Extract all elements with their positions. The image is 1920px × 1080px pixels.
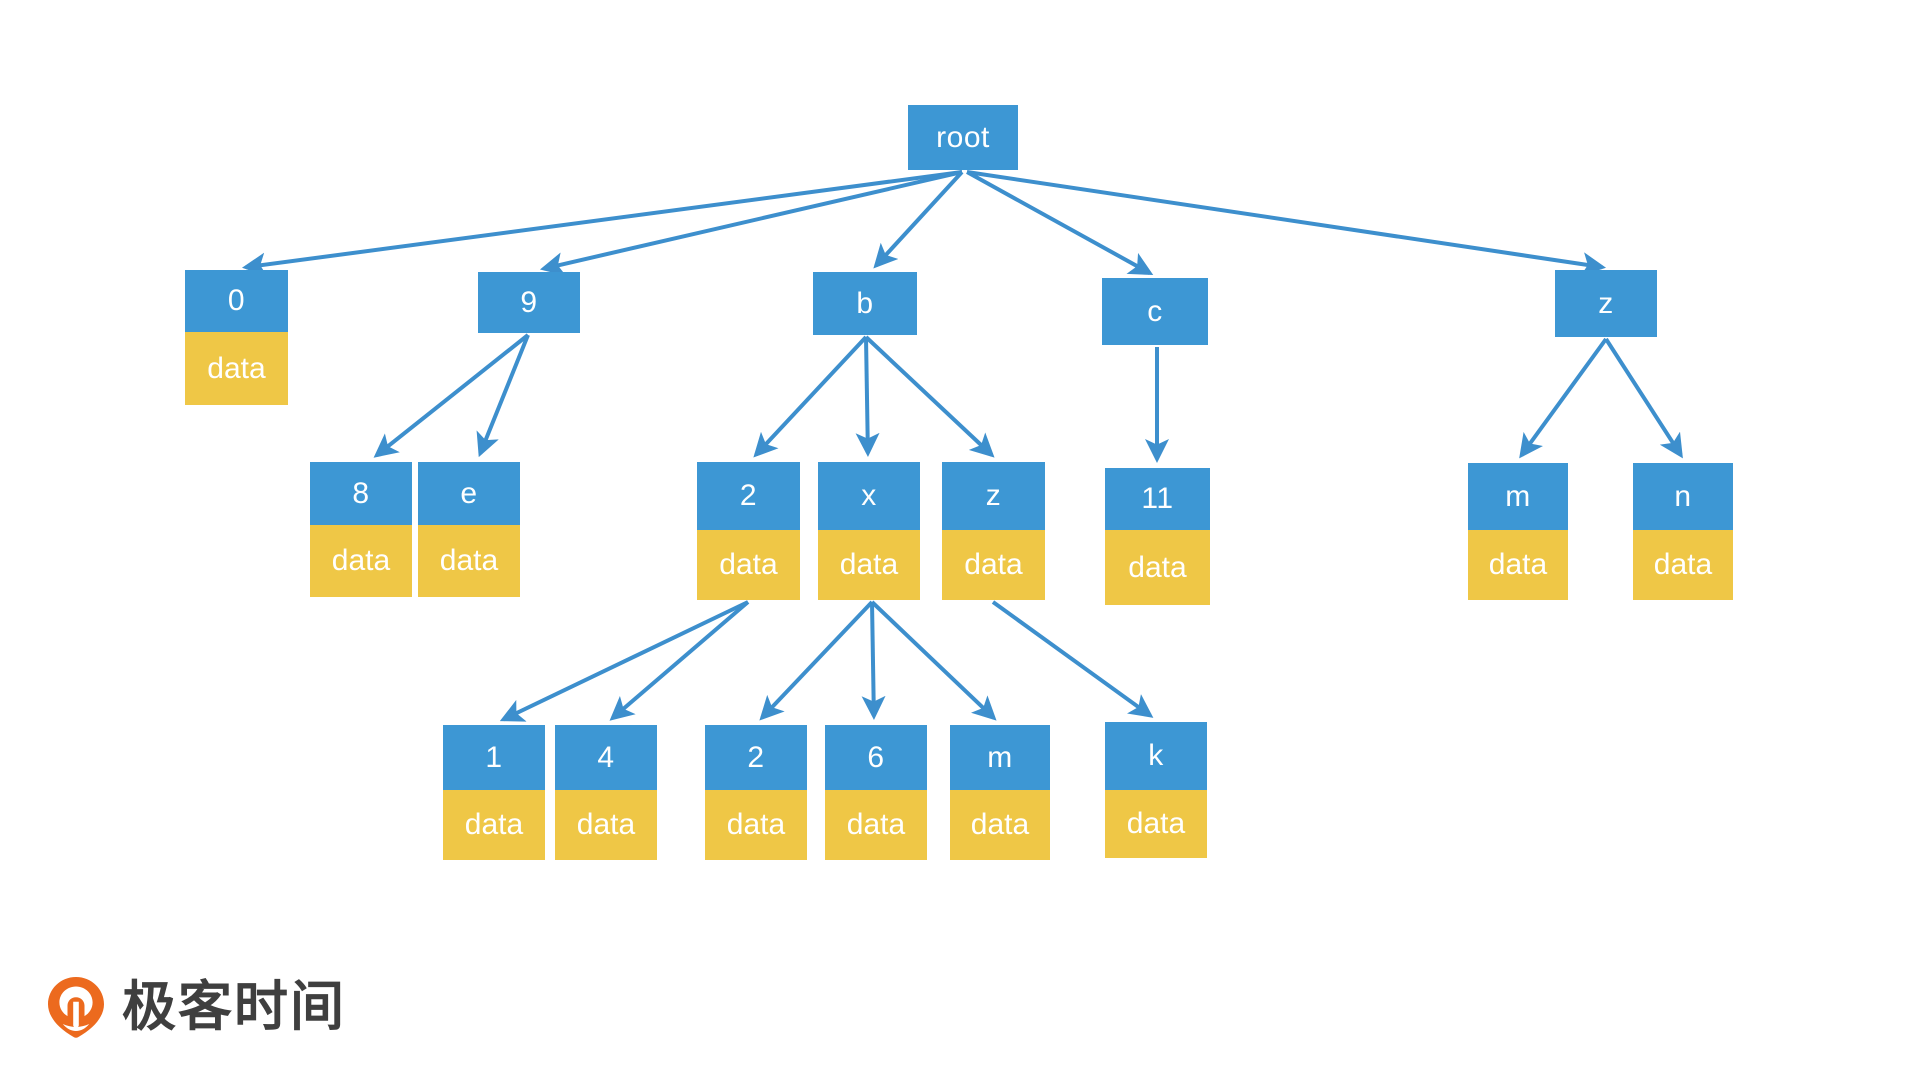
edge-n9-to-n8 (373, 333, 530, 458)
tree-node-key-n4: 4 (555, 725, 657, 790)
edge-root-to-n9 (539, 170, 963, 276)
tree-node-key-n6: 6 (825, 725, 927, 790)
edge-nz-to-nn (1604, 337, 1683, 459)
edge-root-to-n0 (241, 170, 963, 277)
tree-node-key-n2a: 2 (697, 462, 800, 530)
tree-node-key-nm2: m (1468, 463, 1568, 530)
edge-nb-to-n2a (753, 335, 868, 458)
tree-node-data-nz2: data (942, 530, 1045, 600)
edge-nb-to-nx (855, 336, 880, 458)
edge-root-to-nb (873, 170, 964, 269)
tree-node-data-n11: data (1105, 530, 1210, 605)
tree-node-key-n9: 9 (478, 272, 580, 333)
tree-node-data-n6: data (825, 790, 927, 860)
tree-node-key-nb: b (813, 272, 917, 335)
edge-n2a-to-n4 (609, 600, 750, 721)
edge-root-to-nc (966, 170, 1154, 276)
tree-node-nc[interactable]: c (1102, 278, 1208, 345)
tree-node-data-nm: data (950, 790, 1050, 860)
edge-n2a-to-n1 (499, 600, 749, 722)
tree-node-key-nn: n (1633, 463, 1733, 530)
edge-nx-to-n6 (861, 601, 886, 721)
tree-node-nz[interactable]: z (1555, 270, 1657, 337)
edge-nb-to-nz2 (864, 335, 995, 458)
tree-node-key-n1: 1 (443, 725, 545, 790)
tree-node-data-n8: data (310, 525, 412, 597)
edge-nx-to-nm (870, 600, 997, 721)
tree-node-key-nx: x (818, 462, 920, 530)
tree-node-data-n0: data (185, 332, 288, 405)
tree-node-data-n1: data (443, 790, 545, 860)
tree-node-key-nk: k (1105, 722, 1207, 790)
edge-root-to-nz (966, 170, 1607, 277)
tree-node-key-n11: 11 (1105, 468, 1210, 530)
tree-node-key-nz: z (1555, 270, 1657, 337)
tree-node-data-nm2: data (1468, 530, 1568, 600)
tree-node-key-nc: c (1102, 278, 1208, 345)
tree-node-data-n2b: data (705, 790, 807, 860)
tree-node-data-nn: data (1633, 530, 1733, 600)
edge-n9-to-ne (476, 334, 530, 458)
tree-node-root[interactable]: root (908, 105, 1018, 170)
geektime-logo: 极客时间 (44, 975, 346, 1039)
tree-node-key-n2b: 2 (705, 725, 807, 790)
tree-node-data-nk: data (1105, 790, 1207, 858)
edge-nx-to-n2b (759, 600, 874, 721)
tree-node-key-ne: e (418, 462, 520, 525)
tree-node-key-root: root (908, 105, 1018, 170)
tree-node-key-nz2: z (942, 462, 1045, 530)
tree-node-key-n8: 8 (310, 462, 412, 525)
tree-node-key-n0: 0 (185, 270, 288, 332)
edge-nz-to-nm2 (1519, 337, 1608, 459)
tree-node-data-n4: data (555, 790, 657, 860)
tree-node-data-nx: data (818, 530, 920, 600)
tree-node-data-n2a: data (697, 530, 800, 600)
tree-node-data-ne: data (418, 525, 520, 597)
tree-node-n9[interactable]: 9 (478, 272, 580, 333)
tree-node-nb[interactable]: b (813, 272, 917, 335)
tree-node-key-nm: m (950, 725, 1050, 790)
edge-nz2-to-nk (991, 600, 1154, 718)
geektime-logo-mark-icon (44, 975, 108, 1039)
geektime-logo-text: 极客时间 (122, 975, 346, 1038)
